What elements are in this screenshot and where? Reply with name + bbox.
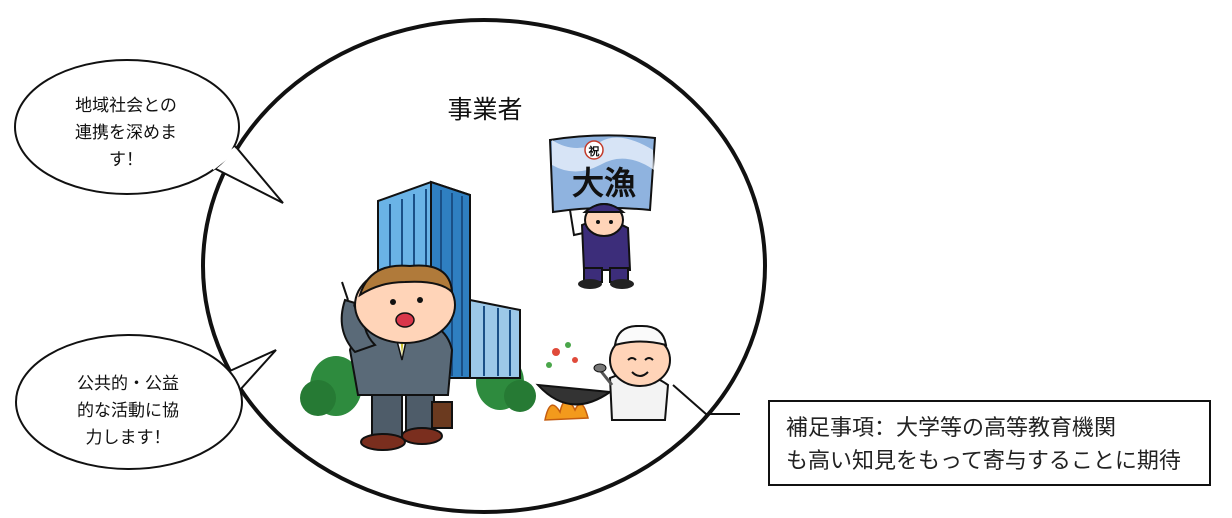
bubble-bottom-text: 公共的・公益 的な活動に協 力します！ [77, 374, 179, 448]
fisherman-illustration: 祝 大漁 [548, 134, 657, 289]
bubble-top-text: 地域社会との 連携を深めま す！ [75, 96, 177, 170]
speech-bubble-top [14, 59, 284, 204]
banner-small-char: 祝 [589, 144, 600, 158]
circle-title: 事業者 [447, 95, 523, 124]
businessman-illustration [340, 264, 456, 451]
banner-big-chars: 大漁 [572, 164, 636, 202]
supplementary-note-box: 補足事項：大学等の高等教育機関 も高い知見をもって寄与することに期待 [768, 400, 1211, 486]
speech-bubble-bottom [15, 334, 277, 470]
note-connector [672, 384, 740, 415]
chef-illustration [535, 324, 671, 421]
